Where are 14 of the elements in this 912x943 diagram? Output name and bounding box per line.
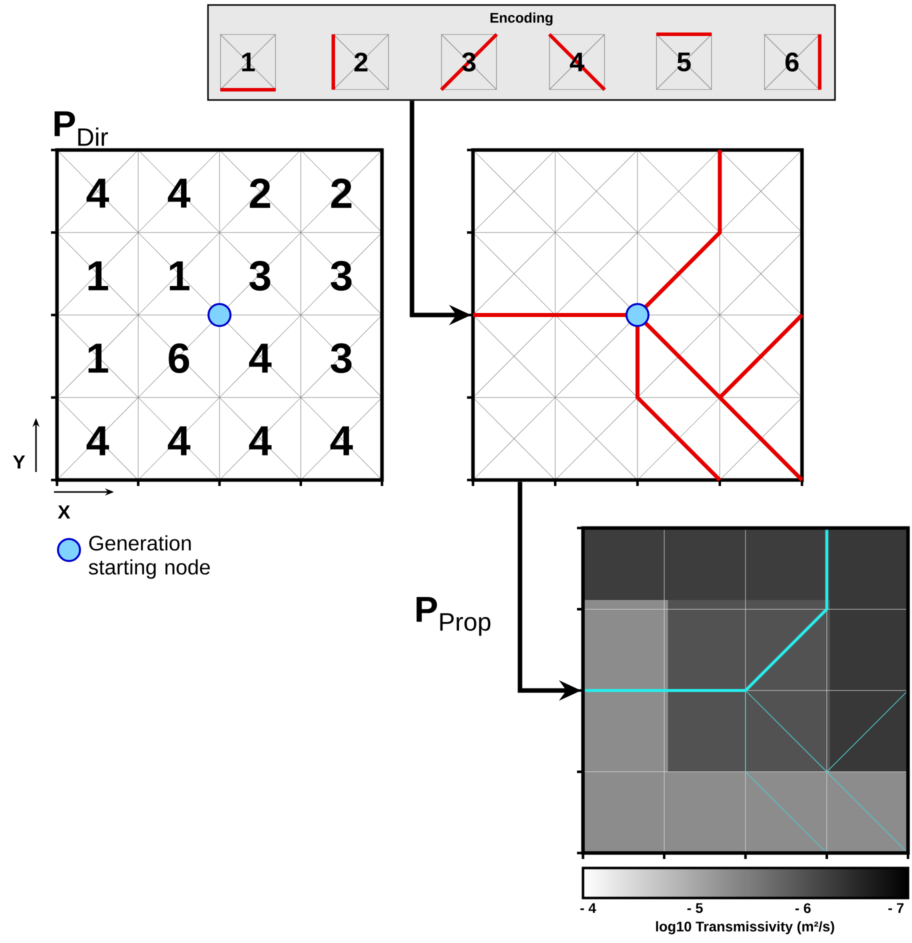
axis-label: X: [58, 505, 70, 519]
encoding-tile: 6: [764, 34, 822, 90]
panel-heading: P$_{Dir}$: [54, 111, 108, 146]
tick-label: - 5: [687, 903, 703, 913]
encoding-tile: 2: [332, 34, 389, 90]
legend-text: Generation starting node: [88, 535, 210, 579]
colorbar-title: log10 Transmissivity (m²/s): [656, 921, 834, 934]
axis-label: Y: [13, 455, 26, 469]
tick-label: - 6: [795, 903, 811, 914]
encoding-tile: 5: [656, 32, 712, 90]
encoding-tile: 1: [220, 34, 276, 92]
tick-label: - 4: [580, 903, 596, 913]
panel-heading: P$_{Prop}$: [416, 597, 490, 636]
tick-label: - 7: [888, 903, 904, 913]
